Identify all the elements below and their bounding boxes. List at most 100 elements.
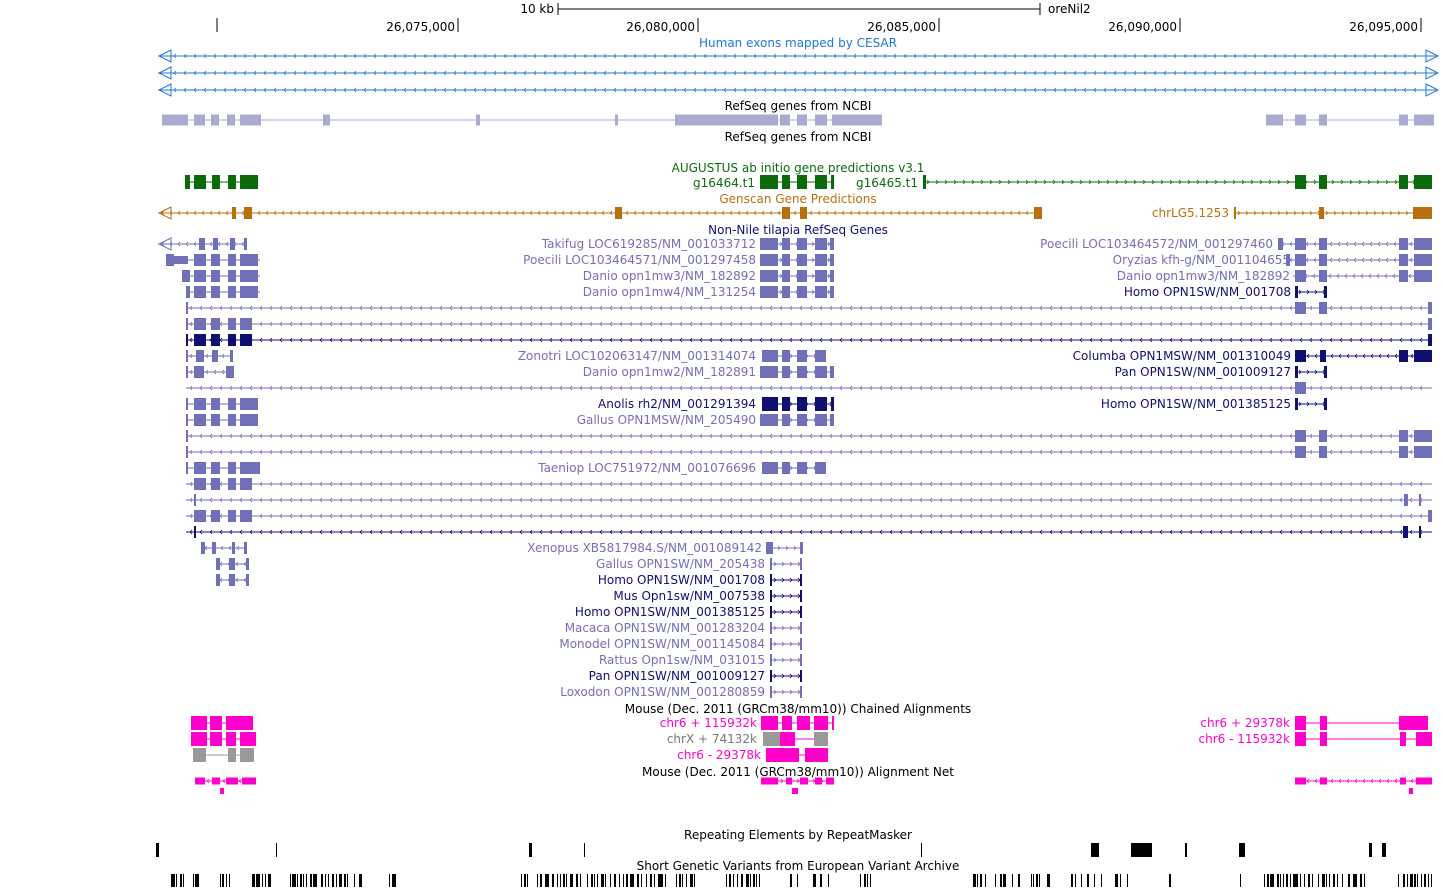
exon-block — [232, 207, 236, 219]
variant-mark — [654, 874, 655, 887]
strand-arrow — [1025, 210, 1029, 216]
exon-block — [1295, 175, 1306, 189]
augustus-track[interactable]: AUGUSTUS ab initio gene predictions v3.1… — [185, 161, 1432, 190]
exon-block — [830, 254, 834, 266]
net-track[interactable]: Mouse (Dec. 2011 (GRCm38/mm10)) Alignmen… — [195, 765, 1432, 794]
exon-block — [800, 638, 802, 650]
strand-arrow — [649, 385, 653, 391]
strand-arrow — [689, 385, 693, 391]
strand-arrow — [1239, 449, 1243, 455]
strand-arrow — [409, 210, 413, 216]
strand-arrow — [739, 433, 743, 439]
eva-variants-track[interactable]: Short Genetic Variants from European Var… — [171, 859, 1432, 887]
strand-arrow — [1313, 87, 1317, 93]
strand-arrow — [185, 241, 189, 247]
exon-block — [166, 254, 174, 266]
strand-arrow — [289, 210, 293, 216]
strand-arrow — [789, 561, 793, 567]
repeatmasker-track[interactable]: Repeating Elements by RepeatMasker — [156, 828, 1386, 857]
strand-arrow — [721, 210, 725, 216]
exon-block — [246, 574, 249, 586]
exon-block — [211, 318, 220, 330]
strand-arrow — [723, 70, 727, 76]
cesar-track[interactable]: Human exons mapped by CESAR — [157, 36, 1440, 97]
exon-block — [1286, 254, 1290, 266]
strand-arrow — [519, 481, 523, 487]
strand-arrow — [441, 210, 445, 216]
variant-mark — [605, 874, 606, 887]
strand-arrow — [533, 87, 537, 93]
xeno-refseq-track[interactable]: Non-Nile tilapia RefSeq Genes Takifug LO… — [157, 223, 1432, 699]
strand-arrow — [221, 353, 225, 359]
exon-block — [1416, 777, 1432, 785]
exon-block — [1428, 334, 1432, 346]
strand-arrow — [303, 87, 307, 93]
strand-arrow — [909, 385, 913, 391]
strand-arrow — [761, 210, 765, 216]
variant-mark — [339, 874, 342, 887]
exon-block — [228, 286, 236, 298]
exon-block — [228, 462, 236, 474]
strand-arrow — [443, 87, 447, 93]
exon-block — [228, 478, 236, 490]
exon-block — [760, 238, 778, 250]
strand-arrow — [1149, 481, 1153, 487]
strand-arrow — [449, 385, 453, 391]
strand-arrow — [1253, 70, 1257, 76]
strand-arrow — [569, 481, 573, 487]
strand-arrow — [963, 70, 967, 76]
strand-arrow — [809, 481, 813, 487]
variant-mark — [646, 874, 647, 887]
strand-arrow — [401, 210, 405, 216]
strand-arrow — [1376, 273, 1380, 279]
strand-arrow — [1179, 449, 1183, 455]
strand-arrow — [1079, 513, 1083, 519]
exon-block — [1416, 732, 1432, 746]
strand-arrow — [363, 70, 367, 76]
strand-arrow — [1099, 385, 1103, 391]
gene-label: Pan OPN1SW/NM_001009127 — [589, 669, 765, 683]
strand-arrow — [449, 513, 453, 519]
strand-arrow — [473, 70, 477, 76]
strand-arrow — [1133, 70, 1137, 76]
strand-arrow — [999, 449, 1003, 455]
repeat-element — [1131, 843, 1152, 857]
strand-arrow — [819, 481, 823, 487]
genscan-track[interactable]: Genscan Gene Predictions chrLG5.1253 — [157, 192, 1432, 220]
strand-arrow — [1163, 87, 1167, 93]
refseq-track[interactable]: RefSeq genes from NCBI RefSeq genes from… — [162, 99, 1434, 144]
strand-arrow — [1079, 449, 1083, 455]
strand-arrow — [973, 53, 977, 59]
strand-arrow — [593, 53, 597, 59]
exon-block — [226, 716, 253, 730]
strand-arrow — [849, 513, 853, 519]
strand-arrow — [289, 433, 293, 439]
strand-arrow — [1409, 513, 1413, 519]
strand-arrow — [689, 433, 693, 439]
exon-block — [229, 574, 235, 586]
strand-arrow — [693, 70, 697, 76]
exon-block — [246, 558, 249, 570]
exon-block — [211, 114, 219, 126]
strand-arrow — [229, 433, 233, 439]
strand-arrow — [1009, 513, 1013, 519]
strand-arrow — [1129, 481, 1133, 487]
strand-arrow — [1173, 70, 1177, 76]
strand-arrow — [749, 433, 753, 439]
strand-arrow — [359, 433, 363, 439]
strand-arrow — [619, 513, 623, 519]
exon-block — [1295, 732, 1306, 746]
strand-arrow — [1025, 179, 1029, 185]
chain-track[interactable]: Mouse (Dec. 2011 (GRCm38/mm10)) Chained … — [191, 702, 1432, 762]
exon-block — [1428, 510, 1432, 522]
variant-mark — [864, 874, 866, 887]
gene-label: Homo OPN1SW/NM_001385125 — [1101, 397, 1291, 411]
track-title: Mouse (Dec. 2011 (GRCm38/mm10)) Alignmen… — [642, 765, 954, 779]
strand-arrow — [1259, 481, 1263, 487]
strand-arrow — [1089, 481, 1093, 487]
strand-arrow — [781, 625, 785, 631]
strand-arrow — [343, 70, 347, 76]
strand-arrow — [489, 210, 493, 216]
strand-arrow — [1359, 449, 1363, 455]
